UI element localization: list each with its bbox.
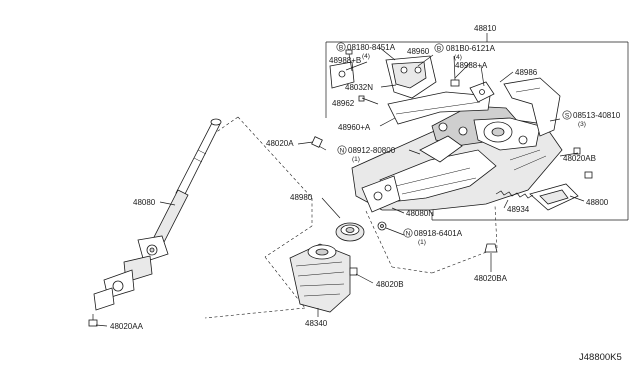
column-boot xyxy=(289,243,351,313)
label-bolt-lower-right: 48020BA xyxy=(474,274,508,283)
label-nut-n2: 08918-6401A xyxy=(414,229,463,238)
label-bracket-lower: 48960+A xyxy=(338,123,371,132)
spring-part xyxy=(495,190,534,199)
tilt-lever-cover xyxy=(529,183,579,211)
leader-lines xyxy=(95,46,585,327)
universal-joint-lower xyxy=(93,255,153,311)
column-mounting-bracket xyxy=(361,175,401,213)
label-nut-n1-qty: (1) xyxy=(352,156,360,163)
label-screw-s: 08513-40810 xyxy=(573,111,621,120)
label-assembly: 48810 xyxy=(474,24,497,33)
badge-bolt-2: B xyxy=(434,43,444,53)
lower-bracket xyxy=(387,91,491,125)
label-screw-s-qty: (3) xyxy=(578,121,586,128)
label-cover: 48800 xyxy=(586,198,609,207)
label-clamp-left: 48988+B xyxy=(329,56,361,65)
badge-screw-letter: S xyxy=(565,113,570,120)
label-spring: 48934 xyxy=(507,205,530,214)
label-bolt-b2-qty: (4) xyxy=(454,54,462,61)
universal-joint-upper xyxy=(137,235,169,263)
clamp-right-part xyxy=(469,81,495,103)
label-bolt-b2: 081B0-6121A xyxy=(446,44,496,53)
badge-bolt-2-letter: B xyxy=(437,46,441,53)
rear-bracket xyxy=(503,77,561,137)
badge-bolt-1: B xyxy=(336,42,346,52)
clamp-left-part xyxy=(329,61,355,89)
label-bolt-b: 08180-8451A xyxy=(347,43,396,52)
label-nut-n2-qty: (1) xyxy=(418,239,426,246)
label-clamp-right: 48988+A xyxy=(455,61,488,70)
label-bolt-boot: 48020B xyxy=(376,280,404,289)
badge-nut-1: N xyxy=(337,145,347,155)
column-bearing xyxy=(335,222,365,242)
label-bracket-upper: 48960 xyxy=(407,47,430,56)
label-nut-n1: 08912-80800 xyxy=(348,146,396,155)
label-boot: 48340 xyxy=(305,319,328,328)
steering-shaft xyxy=(149,118,222,251)
badge-nut-2: N xyxy=(403,228,413,238)
label-bolt-right: 48020AB xyxy=(563,154,596,163)
lower-group-boundary xyxy=(365,204,498,274)
label-bearing: 48980 xyxy=(290,193,313,202)
label-bolt-b-qty: (4) xyxy=(362,53,370,60)
drawing-id: J48800K5 xyxy=(579,352,622,363)
label-bracket-rear: 48986 xyxy=(515,68,538,77)
label-bolt-small: 48962 xyxy=(332,99,355,108)
upper-bracket xyxy=(385,55,437,99)
shaft-group-boundary xyxy=(204,116,313,319)
badge-screw: S xyxy=(562,110,572,120)
label-nut-column: 48080N xyxy=(406,209,434,218)
badge-nut-2-letter: N xyxy=(406,231,411,238)
label-bolt-shaft: 48020AA xyxy=(110,322,144,331)
label-nut-upper: 48032N xyxy=(345,83,373,92)
label-shaft: 48080 xyxy=(133,198,156,207)
assembly-boundary xyxy=(325,33,629,221)
badge-nut-1-letter: N xyxy=(340,148,345,155)
label-bolt-column: 48020A xyxy=(266,139,294,148)
callout-labels: 48810 B 08180-8451A (4) 48988+B 48960 B … xyxy=(110,24,622,363)
badge-bolt-1-letter: B xyxy=(339,45,343,52)
hardware-bolts xyxy=(88,49,593,327)
